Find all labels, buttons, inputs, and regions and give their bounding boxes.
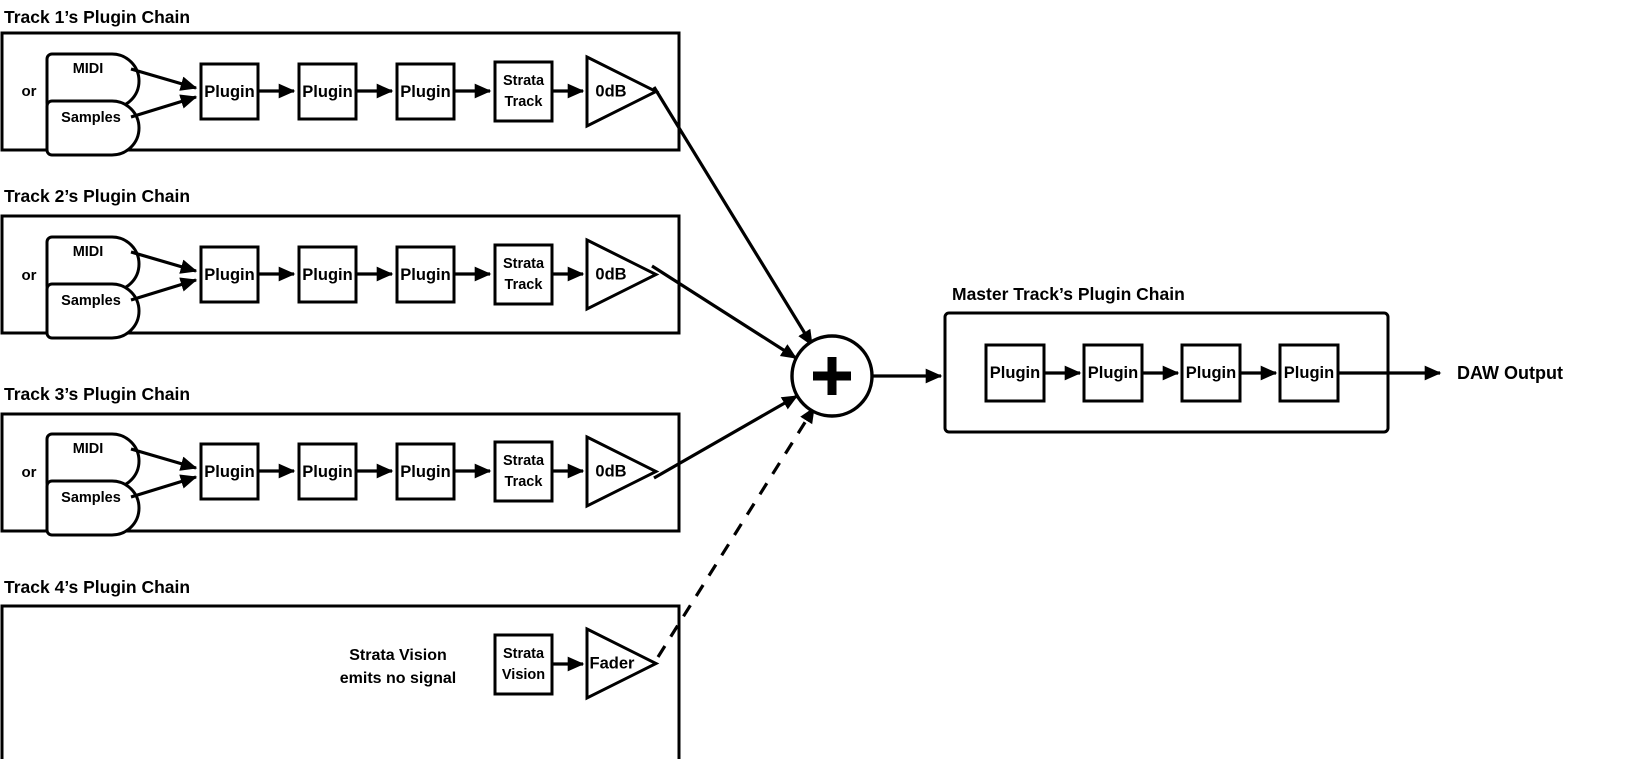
- track-3-plugin-1-label: Plugin: [204, 463, 254, 481]
- track-2-plugin-3-label: Plugin: [400, 266, 450, 284]
- track-1-strata-track-label-line2: Track: [505, 94, 544, 110]
- track-4-note-line2: emits no signal: [340, 670, 456, 687]
- track-4-strata-vision[interactable]: [493, 633, 554, 696]
- master-plugin-2-label: Plugin: [1088, 364, 1138, 382]
- master-plugin-1-label: Plugin: [990, 364, 1040, 382]
- track-2-strata-track[interactable]: [493, 243, 554, 306]
- track-1-source-midi-label: MIDI: [73, 61, 104, 77]
- track-3-plugin-2[interactable]: [297, 442, 358, 501]
- track-3-frame: [0, 412, 681, 533]
- track-1-plugin-3-label: Plugin: [400, 83, 450, 101]
- track-2-source-samples[interactable]: [45, 282, 141, 340]
- track-4-fader-label: Fader: [590, 654, 636, 672]
- track-4-strata-vision-label-line1: Strata: [503, 646, 545, 662]
- track-4-to-sum-dashed-arrow: [656, 406, 816, 658]
- track-3-fader-label: 0dB: [595, 462, 626, 480]
- track-2-plugin-3[interactable]: [395, 245, 456, 304]
- track-2-strata-track-label-line2: Track: [505, 277, 544, 293]
- master-plugin-3[interactable]: [1180, 343, 1242, 403]
- track-2-plugin-1[interactable]: [199, 245, 260, 304]
- track-1-samples-to-plugin-arrow: [130, 94, 198, 119]
- track-3-samples-to-plugin-arrow: [130, 474, 198, 499]
- track-3-heading: Track 3’s Plugin Chain: [4, 384, 190, 404]
- track-3-source-samples[interactable]: [45, 479, 141, 537]
- track-2-fader-label: 0dB: [595, 265, 626, 283]
- track-2-plugin-2-label: Plugin: [302, 266, 352, 284]
- track-1-plugin-1-label: Plugin: [204, 83, 254, 101]
- track-1-plugin-2-label: Plugin: [302, 83, 352, 101]
- track-1-or-label: or: [22, 83, 37, 100]
- track-4-note-line1: Strata Vision: [349, 647, 447, 664]
- track-1-source-samples-label: Samples: [61, 110, 121, 126]
- track-3-to-sum-arrow: [653, 394, 799, 480]
- track-3-or-label: or: [22, 464, 37, 481]
- track-1-plugin-3[interactable]: [395, 62, 456, 121]
- track-2-strata-track-label-line1: Strata: [503, 256, 545, 272]
- track-1-fader-label: 0dB: [595, 82, 626, 100]
- track-1-strata-track[interactable]: [493, 60, 554, 123]
- track-1-frame: [0, 31, 681, 152]
- track-2-plugin-2[interactable]: [297, 245, 358, 304]
- track-1-strata-track-label-line1: Strata: [503, 73, 545, 89]
- track-3-plugin-1[interactable]: [199, 442, 260, 501]
- track-2-source-midi-label: MIDI: [73, 244, 104, 260]
- track-1-heading: Track 1’s Plugin Chain: [4, 7, 190, 27]
- track-1-midi-to-plugin-arrow: [130, 67, 198, 91]
- track-2-or-label: or: [22, 267, 37, 284]
- track-1-to-sum-arrow: [652, 86, 814, 347]
- track-1-fader-triangle[interactable]: [585, 54, 660, 129]
- track-2-fader-triangle[interactable]: [585, 237, 660, 312]
- track-2-midi-to-plugin-arrow: [130, 250, 198, 274]
- master-track-heading: Master Track’s Plugin Chain: [952, 284, 1185, 304]
- track-3-strata-track-label-line1: Strata: [503, 453, 545, 469]
- track-2-samples-to-plugin-arrow: [130, 277, 198, 302]
- track-1-plugin-1[interactable]: [199, 62, 260, 121]
- track-1-source-samples[interactable]: [45, 99, 141, 157]
- track-3-strata-track-label-line2: Track: [505, 474, 544, 490]
- master-plugin-3-label: Plugin: [1186, 364, 1236, 382]
- track-3-midi-to-plugin-arrow: [130, 447, 198, 471]
- track-3-source-midi-label: MIDI: [73, 441, 104, 457]
- track-3-source-samples-label: Samples: [61, 490, 121, 506]
- track-3-plugin-3[interactable]: [395, 442, 456, 501]
- track-1-plugin-2[interactable]: [297, 62, 358, 121]
- track-4-frame: [0, 604, 681, 759]
- track-2-frame: [0, 214, 681, 335]
- track-2-to-sum-arrow: [651, 264, 798, 360]
- track-2-heading: Track 2’s Plugin Chain: [4, 186, 190, 206]
- master-plugin-2[interactable]: [1082, 343, 1144, 403]
- track-4-heading: Track 4’s Plugin Chain: [4, 577, 190, 597]
- track-3-plugin-2-label: Plugin: [302, 463, 352, 481]
- track-2-source-samples-label: Samples: [61, 293, 121, 309]
- daw-output-label: DAW Output: [1457, 363, 1563, 383]
- track-3-plugin-3-label: Plugin: [400, 463, 450, 481]
- master-plugin-4-label: Plugin: [1284, 364, 1334, 382]
- track-3-fader-triangle[interactable]: [585, 434, 660, 509]
- track-4-fader-triangle[interactable]: [585, 626, 660, 701]
- track-2-plugin-1-label: Plugin: [204, 266, 254, 284]
- track-3-strata-track[interactable]: [493, 440, 554, 503]
- track-4-strata-vision-label-line2: Vision: [502, 667, 545, 683]
- master-plugin-1[interactable]: [984, 343, 1046, 403]
